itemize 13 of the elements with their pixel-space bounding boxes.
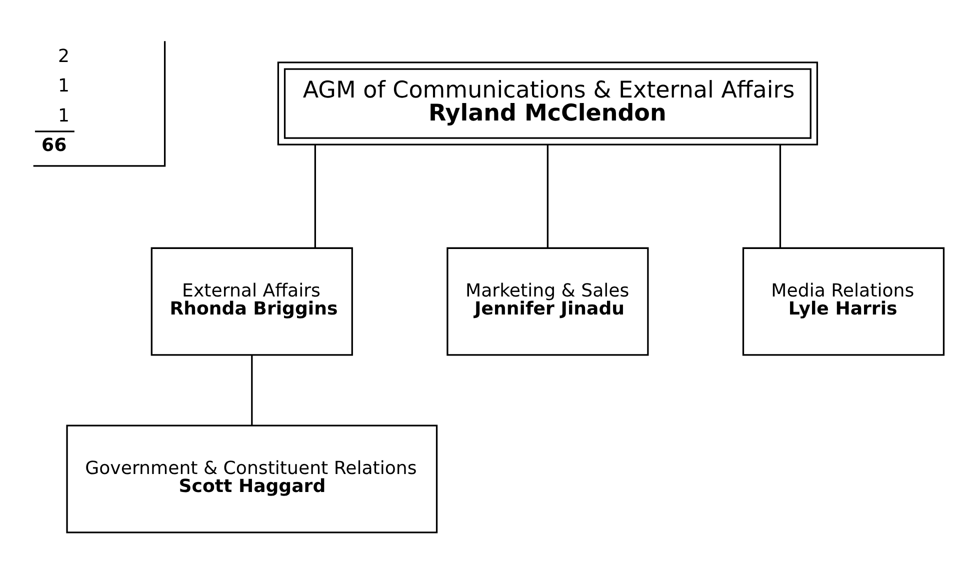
node-box: External Affairs Rhonda Briggins xyxy=(150,246,353,356)
node-box: AGM of Communications & External Affairs Ryland McClendon xyxy=(277,61,818,145)
node-box: Marketing & Sales Jennifer Jinadu xyxy=(446,246,649,356)
label: 1 xyxy=(58,75,70,96)
connector xyxy=(314,144,316,248)
label: 1 xyxy=(58,104,70,126)
connector xyxy=(251,354,253,425)
connector xyxy=(779,144,782,248)
label: 66 xyxy=(42,134,67,156)
connector xyxy=(546,144,549,248)
node-box: Media Relations Lyle Harris xyxy=(742,246,945,356)
label: 2 xyxy=(58,46,70,67)
node-box: Government & Constituent Relations Scott Haggard xyxy=(66,424,438,533)
